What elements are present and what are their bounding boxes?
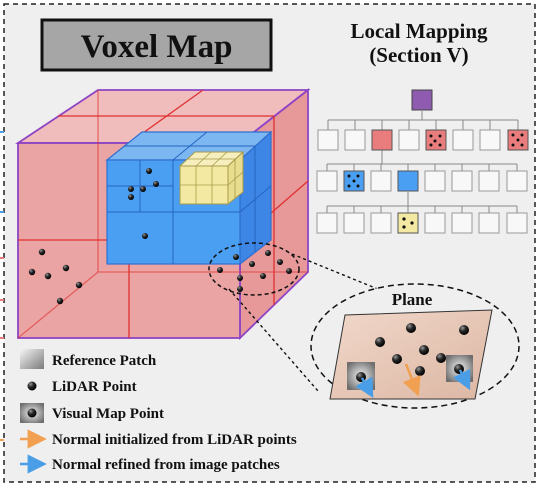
lidar-points-blue: [128, 168, 159, 239]
title-text: Voxel Map: [81, 29, 233, 65]
local-mapping-section: (Section V): [369, 43, 468, 67]
local-mapping-title: Local Mapping: [350, 19, 488, 43]
visual-map-point-dot: [27, 408, 37, 418]
plane-label: Plane: [392, 290, 433, 309]
zoom-connectors: [228, 253, 386, 392]
legend-normal-lidar: Normal initialized from LiDAR points: [52, 432, 297, 448]
legend-normal-image: Normal refined from image patches: [52, 457, 280, 473]
lidar-points-ellipse: [217, 250, 292, 292]
normal-image-arrow-left: [355, 376, 374, 399]
normal-image-arrow-right: [452, 368, 471, 391]
title-box: Voxel Map: [40, 18, 273, 72]
legend-lidar-point: LiDAR Point: [52, 379, 137, 395]
lidar-point-swatch: [27, 381, 37, 391]
yellow-voxel: [178, 150, 245, 206]
legend-reference-patch: Reference Patch: [52, 353, 157, 369]
reference-patch-swatch: [20, 349, 44, 369]
plane-zoom: Plane: [310, 283, 520, 409]
legend-visual-map-point: Visual Map Point: [52, 406, 164, 422]
legend: Reference Patch LiDAR Point Visual Map P…: [20, 349, 297, 474]
edge-ticks: [0, 131, 4, 441]
lidar-points-red: [28, 248, 83, 305]
voxel-cube: [15, 88, 311, 341]
plane-selection-ellipse: [208, 242, 300, 296]
octree: [316, 89, 529, 234]
octree-root-node: [411, 89, 433, 111]
normal-lidar-arrow: [402, 363, 421, 397]
